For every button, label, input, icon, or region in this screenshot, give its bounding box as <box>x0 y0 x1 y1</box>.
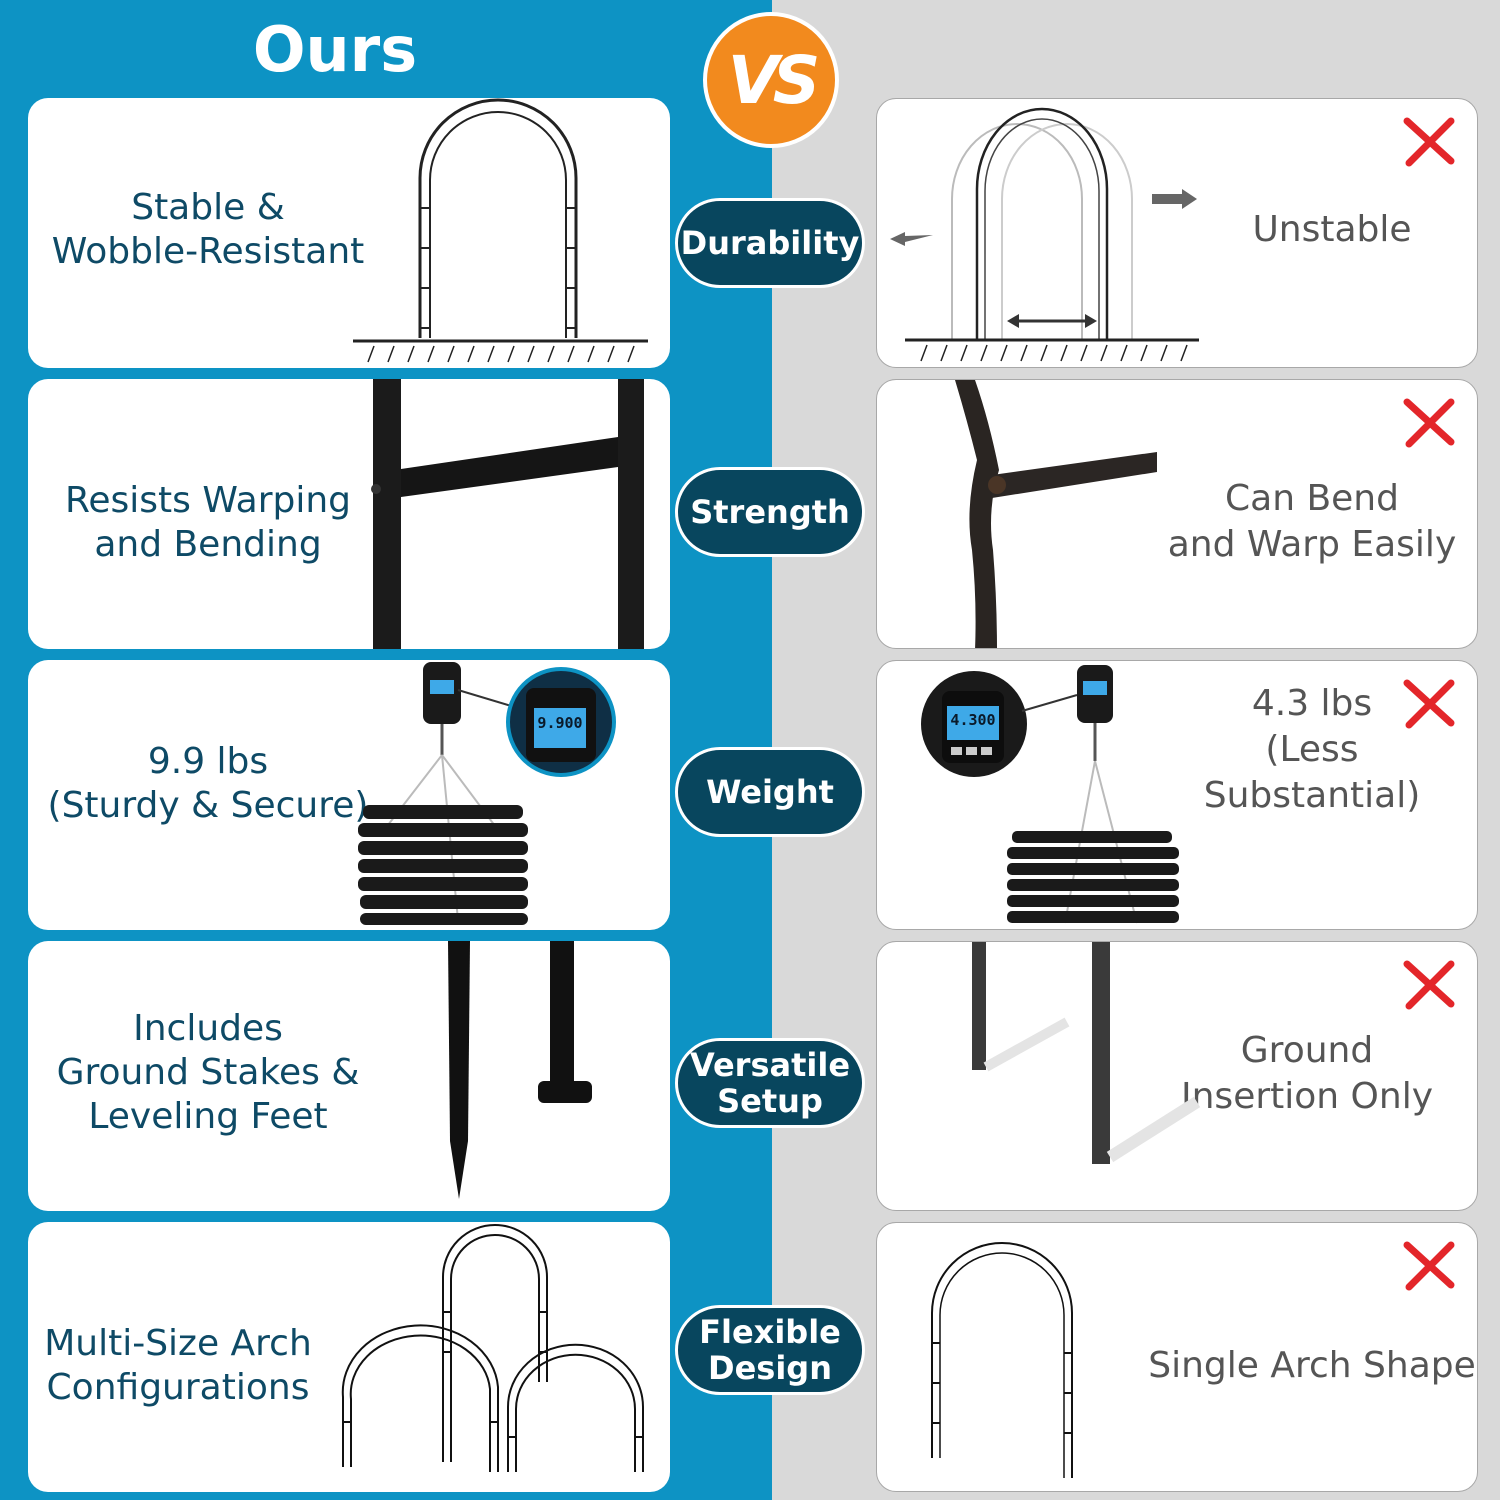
ours-card-strength: Resists Warping and Bending <box>28 379 670 649</box>
hanging-scale-icon <box>358 662 616 925</box>
theirs-card-durability: Unstable <box>876 98 1478 368</box>
multi-arch-icon <box>341 1224 644 1472</box>
hanging-scale-icon <box>921 665 1179 924</box>
theirs-card-weight: 4.3 lbs (Less Substantial) 4.300 <box>876 660 1478 930</box>
vs-badge: VS <box>703 12 839 148</box>
ours-card-weight: 9.9 lbs (Sturdy & Secure) 9.900 <box>28 660 670 930</box>
theirs-text-strength: Can Bend and Warp Easily <box>1167 478 1457 565</box>
theirs-card-strength: Can Bend and Warp Easily <box>876 379 1478 649</box>
ours-text-versatile-setup: Includes Ground Stakes & Leveling Feet <box>56 1008 360 1137</box>
ours-text-durability: Stable & Wobble-Resistant <box>51 187 365 272</box>
cross-icon <box>1403 1241 1455 1291</box>
theirs-card-versatile-setup: Ground Insertion Only <box>876 941 1478 1211</box>
ours-text-weight: 9.9 lbs (Sturdy & Secure) <box>47 741 369 826</box>
cross-icon <box>1403 117 1455 167</box>
ours-card-versatile-setup: Includes Ground Stakes & Leveling Feet <box>28 941 670 1211</box>
stake-and-foot-icon <box>448 941 592 1199</box>
ours-scale-readout: 9.900 <box>537 714 583 732</box>
single-arch-icon <box>931 1242 1073 1478</box>
ground-pole-icon <box>972 942 1201 1164</box>
cross-icon <box>1403 960 1455 1010</box>
theirs-text-versatile-setup: Ground Insertion Only <box>1181 1030 1433 1117</box>
ours-text-strength: Resists Warping and Bending <box>64 480 352 565</box>
straight-tube-icon <box>371 379 644 649</box>
cross-icon <box>1403 398 1455 448</box>
unstable-arch-icon <box>890 107 1199 362</box>
ours-text-flexible-design: Multi-Size Arch Configurations <box>44 1323 312 1408</box>
theirs-text-weight: 4.3 lbs (Less Substantial) <box>1203 683 1421 816</box>
ours-card-durability: Stable & Wobble-Resistant <box>28 98 670 368</box>
bent-tube-icon <box>955 380 1157 648</box>
ours-card-flexible-design: Multi-Size Arch Configurations <box>28 1222 670 1492</box>
theirs-text-flexible-design: Single Arch Shape <box>1148 1345 1476 1386</box>
cross-icon <box>1403 679 1455 729</box>
category-pill-durability: Durability <box>675 198 865 288</box>
category-pill-weight: Weight <box>675 747 865 837</box>
theirs-card-flexible-design: Single Arch Shape <box>876 1222 1478 1492</box>
theirs-scale-readout: 4.300 <box>950 711 996 729</box>
stable-arch-icon <box>353 98 648 363</box>
category-pill-flexible-design: Flexible Design <box>675 1305 865 1395</box>
theirs-text-durability: Unstable <box>1252 209 1412 250</box>
ours-heading: Ours <box>252 13 418 86</box>
category-pill-strength: Strength <box>675 467 865 557</box>
category-pill-versatile-setup: Versatile Setup <box>675 1038 865 1128</box>
